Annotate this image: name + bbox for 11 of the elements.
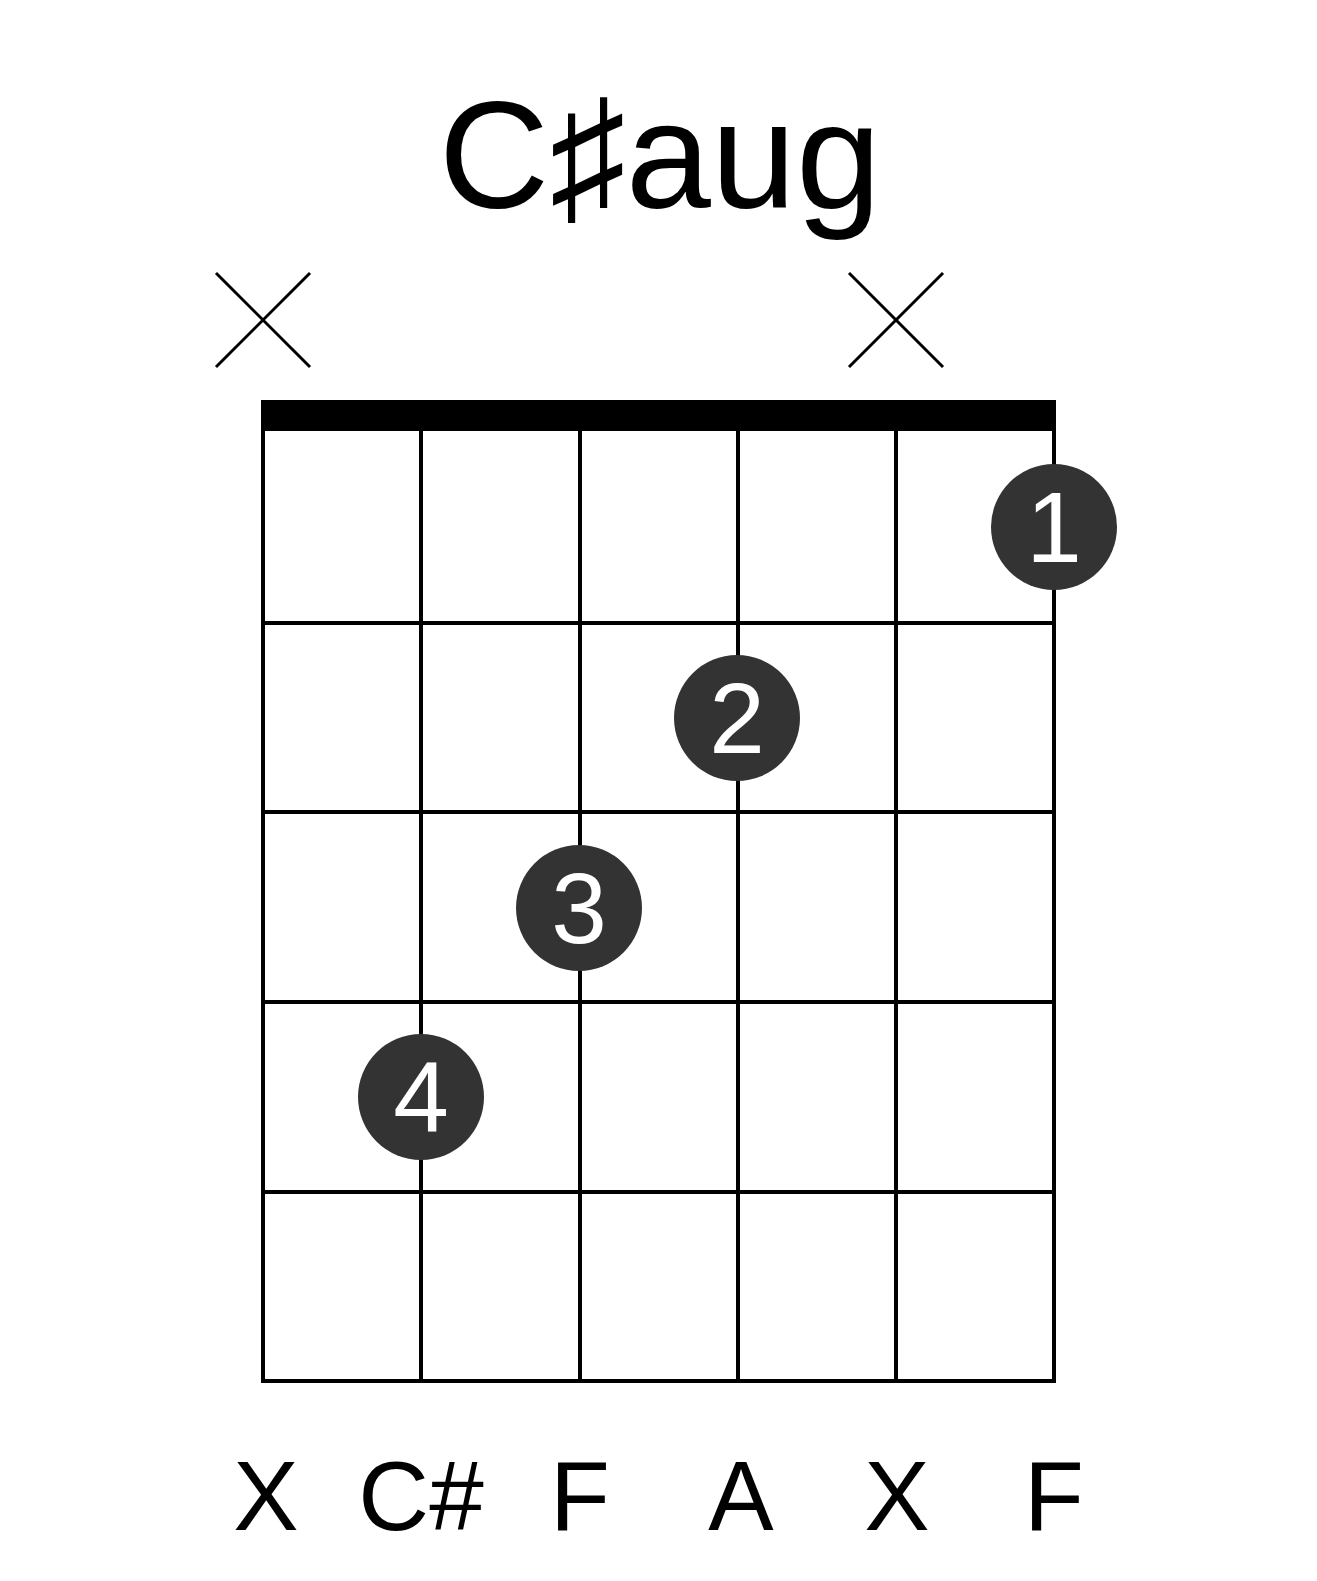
finger-number: 3 <box>551 858 607 958</box>
string-note-label: A <box>708 1447 774 1545</box>
finger-number: 1 <box>1026 477 1082 577</box>
string-note-label: C# <box>358 1447 484 1545</box>
finger-number: 2 <box>709 668 765 768</box>
string-note-label: F <box>1024 1447 1084 1545</box>
string-note-label: F <box>550 1447 610 1545</box>
chord-title: C♯aug <box>437 68 883 242</box>
string-note-label: X <box>864 1447 930 1545</box>
finger-number: 4 <box>393 1047 449 1147</box>
string-note-label: X <box>233 1447 299 1545</box>
